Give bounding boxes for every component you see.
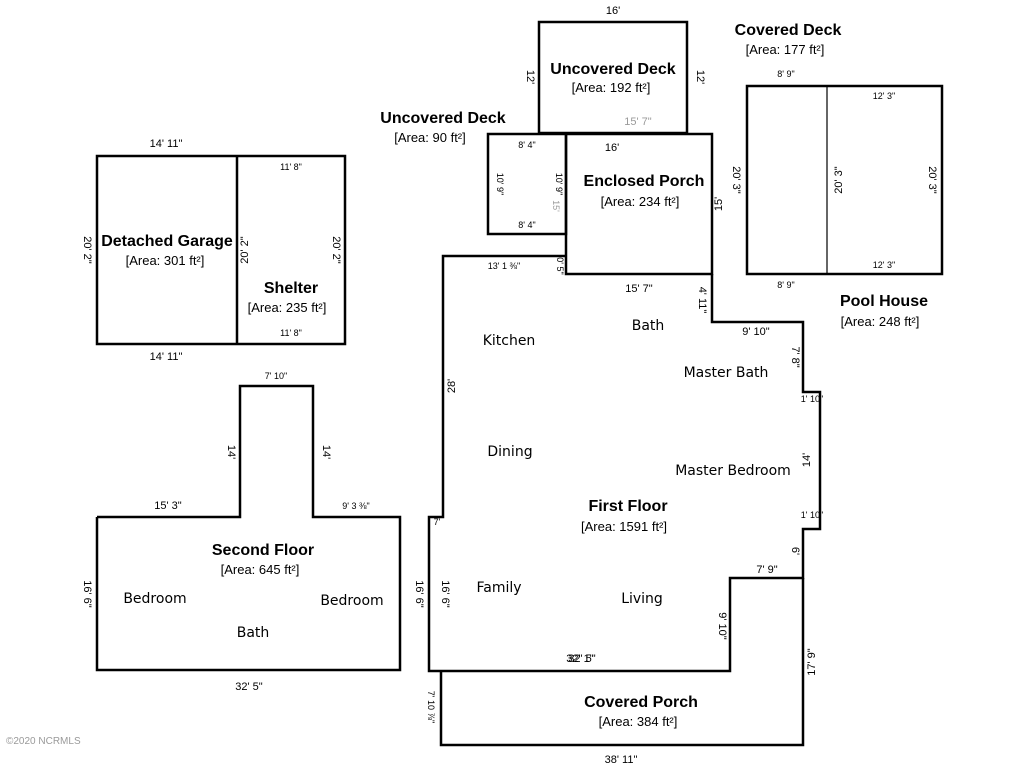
- second-floor-title: Second Floor: [212, 542, 314, 559]
- dim-deck-top-inner: 15' 7": [624, 116, 652, 128]
- garage-area: [Area: 301 ft²]: [126, 253, 205, 268]
- dim-pool-left: 20' 3": [730, 166, 742, 194]
- room-bedroom-left: Bedroom: [123, 591, 186, 607]
- dim-pool-right: 20' 3": [926, 166, 938, 194]
- room-bath-second: Bath: [237, 625, 270, 641]
- dim-ff-left-lower: 16' 6": [413, 580, 425, 608]
- dim-ff-step1-v: 4' 11": [696, 287, 708, 314]
- dim-ff-step1-h: 9' 10": [742, 326, 770, 338]
- dim-pool-top-right: 12' 3": [873, 91, 895, 101]
- covered-deck-title: Covered Deck: [735, 22, 842, 39]
- pool-house-title: Pool House: [840, 293, 928, 310]
- copyright-text: ©2020 NCRMLS: [6, 736, 81, 747]
- garage-shelter-outline: [95, 154, 347, 346]
- dim-ff-right: 14': [801, 453, 813, 467]
- pool-house-area: [Area: 248 ft²]: [841, 314, 920, 329]
- dim-cp-right: 17' 9": [806, 648, 818, 676]
- dim-pool-bottom: 8' 9": [777, 280, 794, 290]
- dim-ff-step2-v: 7' 8": [789, 346, 801, 367]
- dim-small-deck-left: 10' 9": [495, 173, 505, 195]
- dim-shelter-top: 11' 8": [280, 162, 302, 172]
- dim-ff-left-lower-inside: 16' 6": [439, 580, 451, 608]
- dim-cp-left: 7' 10 ⅞": [426, 691, 436, 723]
- dim-sf-tower-right: 14': [320, 445, 332, 459]
- dim-ff-left: 28': [446, 379, 458, 393]
- dim-small-deck-top: 8' 4": [518, 140, 535, 150]
- room-bath-first: Bath: [632, 318, 665, 334]
- uncovered-deck-top-area: [Area: 192 ft²]: [572, 80, 651, 95]
- dim-sf-top-left: 15' 3": [154, 500, 182, 512]
- dim-sf-left: 16' 6": [81, 580, 93, 608]
- dim-ff-bottom-overlap: 32' 1": [566, 653, 594, 665]
- uncovered-deck-top-title: Uncovered Deck: [550, 61, 675, 78]
- room-master-bedroom: Master Bedroom: [675, 463, 791, 479]
- dim-shelter-right: 20' 2": [330, 236, 342, 264]
- first-floor-title: First Floor: [588, 498, 667, 515]
- covered-porch-area: [Area: 384 ft²]: [599, 714, 678, 729]
- covered-porch-title: Covered Porch: [584, 694, 698, 711]
- enclosed-porch-outline: [564, 132, 714, 276]
- dim-garage-left: 20' 2": [81, 236, 93, 264]
- room-bedroom-right: Bedroom: [320, 593, 383, 609]
- dim-porch-bottom: 15' 7": [625, 283, 653, 295]
- dim-garage-top: 14' 11": [150, 138, 183, 150]
- dim-ff-step4-h: 1' 10": [801, 510, 823, 520]
- room-dining: Dining: [487, 444, 532, 460]
- second-floor-outline: [95, 384, 402, 672]
- dim-porch-right: 15': [713, 197, 725, 211]
- room-family: Family: [476, 580, 521, 596]
- first-floor-area: [Area: 1591 ft²]: [581, 519, 667, 534]
- dim-deck-top-right: 12': [694, 70, 706, 84]
- dim-ff-step6-h: 7' 9": [756, 564, 777, 576]
- dim-pool-bottom-right: 12' 3": [873, 260, 895, 270]
- dim-sf-tower-top: 7' 10": [265, 371, 287, 381]
- room-kitchen: Kitchen: [483, 333, 536, 349]
- dim-sf-bottom: 32' 5": [235, 681, 263, 693]
- enclosed-porch-area: [Area: 234 ft²]: [601, 194, 680, 209]
- dim-small-deck-right: 10' 9": [554, 173, 564, 195]
- garage-title: Detached Garage: [101, 233, 233, 250]
- dim-ff-top: 13' 1 ⅜": [488, 261, 520, 271]
- shelter-title: Shelter: [264, 280, 318, 297]
- dim-porch-top: 16': [605, 142, 619, 154]
- uncovered-deck-small-title: Uncovered Deck: [380, 110, 505, 127]
- dim-ff-inner-v: 9' 10": [716, 612, 728, 640]
- dim-pool-top: 8' 9": [777, 69, 794, 79]
- room-living: Living: [621, 591, 663, 607]
- dim-garage-bottom: 14' 11": [150, 351, 183, 363]
- dim-small-deck-bottom: 8' 4": [518, 220, 535, 230]
- dim-deck-top-left: 12': [524, 70, 536, 84]
- dim-ff-step5-v: 6': [789, 547, 801, 555]
- enclosed-porch-title: Enclosed Porch: [584, 173, 705, 190]
- dim-small-deck-faint: 15': [551, 200, 561, 212]
- dim-sf-top-right: 9' 3 ⅜": [342, 501, 369, 511]
- uncovered-deck-small-area: [Area: 90 ft²]: [394, 130, 466, 145]
- pool-house-outline: [745, 84, 944, 276]
- dim-sf-tower-left: 14': [225, 445, 237, 459]
- dim-garage-divider: 20' 2": [239, 236, 251, 264]
- dim-ff-bottom: 32' 5": [568, 653, 596, 665]
- dim-ff-small: 0' 5": [555, 257, 565, 274]
- room-master-bath: Master Bath: [684, 365, 769, 381]
- shelter-area: [Area: 235 ft²]: [248, 300, 327, 315]
- dim-deck-top-width: 16': [606, 5, 620, 17]
- dim-cp-bottom: 38' 11": [605, 754, 638, 766]
- covered-deck-area: [Area: 177 ft²]: [746, 42, 825, 57]
- covered-porch-outline: [439, 578, 805, 747]
- second-floor-area: [Area: 645 ft²]: [221, 562, 300, 577]
- dim-pool-mid: 20' 3": [833, 166, 845, 194]
- dim-shelter-bottom: 11' 8": [280, 328, 302, 338]
- dim-ff-step3-h: 1' 10": [801, 394, 823, 404]
- dim-ff-small-7: 7': [434, 517, 441, 527]
